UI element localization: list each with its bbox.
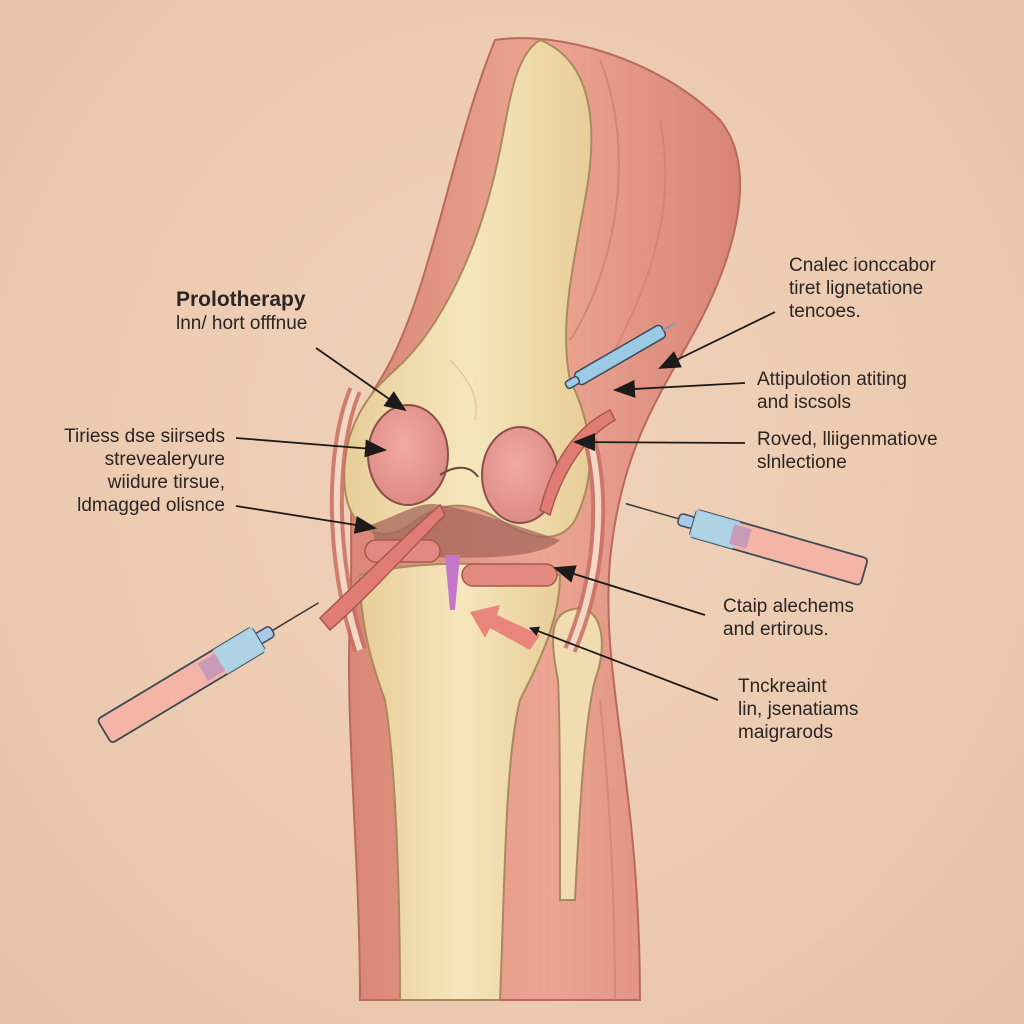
label-line: Tiriess dse siirseds	[64, 426, 225, 447]
label-line: Roved, lliigenmatiove	[757, 429, 938, 450]
label-left-tissue: Tiriess dse siirseds strevealeryure wiid…	[20, 425, 225, 517]
label-line: Tnckreaint	[738, 676, 827, 697]
label-line: Attipuloŧion atiting	[757, 369, 907, 390]
label-line: tencoes.	[789, 301, 861, 322]
label-right-low2: Tnckreaint lin, jsenatiams maigrarods	[738, 675, 858, 744]
label-line: Ctaip alechems	[723, 596, 854, 617]
capsule-left-inner	[333, 388, 363, 651]
label-line: wiidure tirsue,	[107, 472, 225, 493]
torn-ligament-left	[318, 503, 446, 632]
label-right-mid2: Roved, lliigenmatiove slnlectione	[757, 428, 938, 474]
label-line: lin, jsenatiams	[738, 699, 859, 720]
label-right-top: Cnalec ionccabor tiret lignetatione tenc…	[789, 254, 936, 323]
label-right-mid1: Attipuloŧion atiting and iscsols	[757, 368, 907, 414]
upper-right-syringe[interactable]	[563, 317, 679, 392]
label-line: ldmagged olisnce	[77, 495, 225, 516]
cruciate-ligament	[445, 555, 460, 610]
label-line: Cnalec ionccabor	[789, 255, 936, 276]
fibula-bone	[552, 607, 603, 901]
diagram-subtitle: lnn/ hort offfnue	[176, 313, 308, 334]
diagram-title: Prolotherapy	[176, 288, 306, 311]
torn-ligament-right	[539, 408, 616, 517]
label-line: and ertirous.	[723, 619, 829, 640]
label-line: slnlectione	[757, 452, 847, 473]
capsule-right-inner	[567, 439, 602, 652]
label-line: strevealeryure	[104, 449, 225, 470]
healing-arrow-icon	[470, 605, 540, 650]
cartilage-left	[367, 404, 449, 506]
label-line: maigrarods	[738, 722, 834, 743]
pointer-arrows	[235, 311, 776, 701]
label-line: tiret lignetatione	[789, 278, 924, 299]
left-lower-syringe[interactable]	[97, 591, 326, 744]
meniscus-right	[461, 563, 558, 587]
label-right-low1: Ctaip alechems and ertirous.	[723, 595, 854, 641]
label-line: and iscsols	[757, 392, 851, 413]
title-block: Prolotherapy lnn/ hort offfnue	[176, 288, 307, 335]
right-syringe[interactable]	[622, 490, 869, 586]
